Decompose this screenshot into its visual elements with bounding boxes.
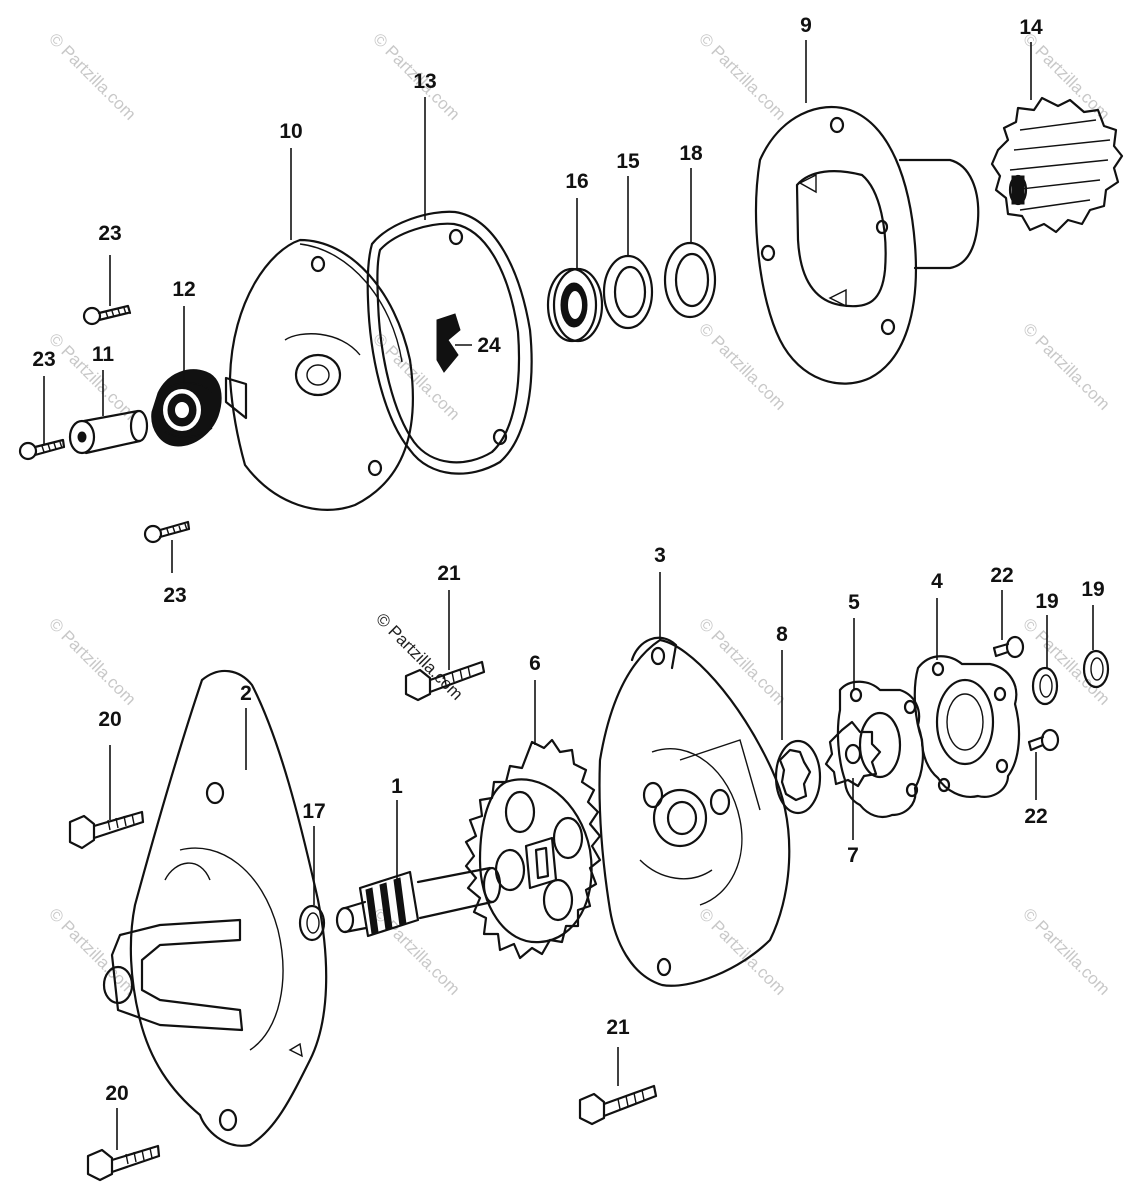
part-22-screw-top[interactable] [992, 635, 1025, 659]
callout-1: 1 [391, 775, 403, 798]
part-3-pump-housing[interactable] [598, 636, 791, 987]
callout-2: 2 [240, 682, 252, 705]
part-8-outer-rotor[interactable] [774, 739, 822, 815]
callout-23: 23 [163, 584, 186, 607]
callout-11: 11 [92, 343, 115, 366]
part-23-screw-top[interactable] [82, 304, 132, 326]
part-16-oil-seal[interactable] [546, 267, 604, 343]
part-5-gasket[interactable] [836, 680, 925, 819]
callout-18: 18 [679, 142, 703, 165]
part-19-washer-left[interactable] [1031, 666, 1059, 706]
part-4-cover-plate[interactable] [913, 655, 1021, 798]
watermark: © Partzilla.com [695, 29, 789, 123]
part-19-washer-right[interactable] [1082, 649, 1110, 689]
watermark: © Partzilla.com [45, 29, 139, 123]
part-7-inner-rotor[interactable] [824, 720, 882, 788]
part-1-shaft[interactable] [335, 866, 502, 938]
callout-15: 15 [616, 150, 640, 173]
part-18-washer[interactable] [663, 241, 717, 319]
part-20-bolt-top[interactable] [68, 810, 145, 850]
callout-19: 19 [1035, 590, 1058, 613]
callout-14: 14 [1019, 16, 1043, 39]
watermark: © Partzilla.com [695, 904, 789, 998]
part-22-screw-bottom[interactable] [1027, 728, 1060, 752]
callout-21: 21 [437, 562, 461, 585]
part-12-strainer[interactable] [151, 369, 222, 447]
part-13-gasket[interactable] [366, 210, 533, 475]
watermark-center: © Partzilla.com [372, 609, 466, 703]
callout-16: 16 [565, 170, 588, 193]
callout-17: 17 [302, 800, 325, 823]
part-9-housing[interactable] [754, 106, 980, 385]
callout-3: 3 [654, 544, 666, 567]
callout-7: 7 [847, 844, 859, 867]
callout-labels: 23 23 11 12 23 10 13 24 16 15 18 9 14 21… [32, 14, 1104, 1105]
callout-20: 20 [105, 1082, 128, 1105]
callout-22: 22 [990, 564, 1013, 587]
callout-23: 23 [32, 348, 55, 371]
part-17-washer[interactable] [298, 904, 326, 942]
part-2-pump-body[interactable] [102, 669, 328, 1147]
callout-9: 9 [800, 14, 812, 37]
part-23-screw-left[interactable] [18, 438, 66, 461]
watermark: © Partzilla.com [369, 904, 463, 998]
callout-10: 10 [279, 120, 302, 143]
callout-8: 8 [776, 623, 788, 646]
callout-12: 12 [172, 278, 195, 301]
part-20-bolt-bottom[interactable] [86, 1144, 161, 1182]
callout-24: 24 [477, 334, 501, 357]
part-11-collar[interactable] [68, 409, 149, 455]
part-23-screw-bottom[interactable] [143, 520, 191, 544]
watermark: © Partzilla.com [45, 904, 139, 998]
watermark: © Partzilla.com [1019, 319, 1113, 413]
callout-13: 13 [413, 70, 436, 93]
part-21-bolt-bottom[interactable] [578, 1084, 658, 1126]
part-10-cover[interactable] [224, 238, 414, 511]
part-14-gear[interactable] [990, 96, 1124, 234]
callout-5: 5 [848, 591, 860, 614]
callout-19: 19 [1081, 578, 1104, 601]
watermark: © Partzilla.com [45, 614, 139, 708]
callout-6: 6 [529, 652, 541, 675]
leader-lines [43, 40, 1094, 1150]
callout-4: 4 [931, 570, 943, 593]
part-21-bolt-top[interactable] [404, 660, 486, 702]
watermark: © Partzilla.com [1019, 904, 1113, 998]
callout-21: 21 [606, 1016, 630, 1039]
callout-22: 22 [1024, 805, 1047, 828]
part-6-drive-gear[interactable] [464, 738, 602, 960]
part-15-washer[interactable] [602, 254, 654, 330]
watermark: © Partzilla.com [695, 319, 789, 413]
callout-23: 23 [98, 222, 121, 245]
callout-20: 20 [98, 708, 121, 731]
